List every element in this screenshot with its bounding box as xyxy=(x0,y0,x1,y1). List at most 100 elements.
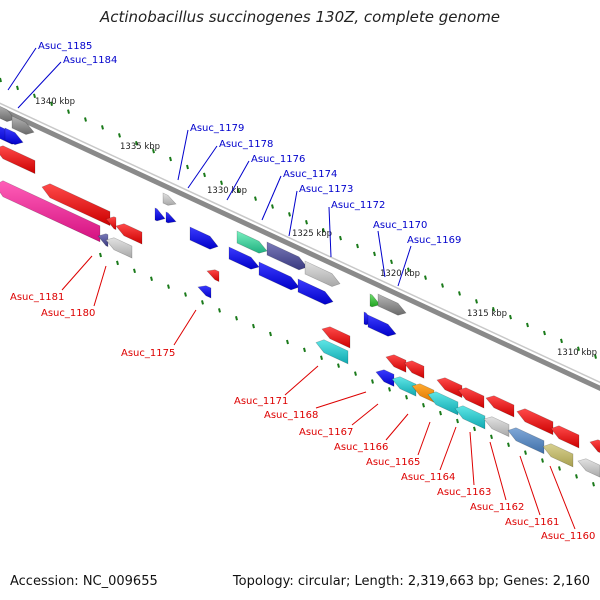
ruler-label: 1330 kbp xyxy=(207,186,247,196)
ruler-tick xyxy=(320,355,323,361)
reverse-gene-label-leader xyxy=(351,403,379,426)
ruler-tick xyxy=(560,338,563,344)
forward-gene-label: Asuc_1184 xyxy=(63,55,117,66)
ruler-label: 1335 kbp xyxy=(120,142,160,152)
reverse-gene-box xyxy=(41,183,111,227)
forward-gene-label: Asuc_1185 xyxy=(38,41,92,52)
ruler-tick xyxy=(203,172,206,178)
ruler-tick xyxy=(543,330,546,336)
ruler-tick xyxy=(390,259,393,265)
forward-gene-box xyxy=(236,230,268,254)
forward-gene-box xyxy=(266,241,308,271)
forward-gene-label: Asuc_1169 xyxy=(407,235,461,246)
reverse-gene-box xyxy=(589,439,600,453)
reverse-gene-box xyxy=(507,427,545,455)
ruler-tick xyxy=(492,307,495,312)
forward-gene-label-leader xyxy=(328,206,332,258)
ruler-tick xyxy=(407,267,410,272)
reverse-gene-box xyxy=(321,326,351,349)
forward-gene-label: Asuc_1173 xyxy=(299,184,353,195)
forward-gene-label-leader xyxy=(177,129,189,181)
reverse-gene-box xyxy=(403,360,425,379)
ruler-tick xyxy=(473,426,476,432)
reverse-gene-box xyxy=(97,233,109,248)
ruler-label: 1310 kbp xyxy=(557,348,597,358)
ruler-tick xyxy=(0,77,2,83)
reverse-gene-box xyxy=(483,416,510,438)
forward-gene-box xyxy=(189,226,219,250)
reverse-gene-label-leader xyxy=(439,426,457,471)
ruler-tick xyxy=(254,196,257,201)
ruler-tick xyxy=(150,276,153,281)
reverse-gene-label: Asuc_1181 xyxy=(10,292,64,303)
forward-gene-label-leader xyxy=(7,47,37,91)
ruler-tick xyxy=(509,314,512,320)
ruler-tick xyxy=(339,235,342,241)
reverse-gene-box xyxy=(0,180,101,243)
ruler-tick xyxy=(152,148,155,154)
forward-gene-box xyxy=(11,115,35,135)
ruler-tick xyxy=(99,252,102,258)
ruler-tick xyxy=(118,133,121,138)
ruler-tick xyxy=(101,125,104,130)
ruler-tick xyxy=(526,322,529,328)
forward-gene-label-leader xyxy=(17,61,62,109)
forward-gene-box xyxy=(162,192,177,206)
accession-label: Accession: NC_009655 xyxy=(10,574,158,589)
forward-gene-label-leader xyxy=(261,175,282,221)
ruler-tick xyxy=(524,450,527,455)
ruler-tick xyxy=(218,308,221,313)
ruler-tick xyxy=(388,387,391,392)
ruler-tick xyxy=(235,315,238,321)
forward-gene-box xyxy=(304,260,341,287)
ruler-tick xyxy=(558,466,561,471)
ruler-tick xyxy=(424,275,427,280)
ruler-tick xyxy=(286,339,289,345)
ruler-tick xyxy=(456,418,459,424)
reverse-gene-box xyxy=(542,443,574,468)
ruler-tick xyxy=(575,474,578,479)
forward-gene-label-leader xyxy=(226,160,250,201)
reverse-gene-label-leader xyxy=(315,391,367,409)
ruler-tick xyxy=(220,180,223,186)
ruler-tick xyxy=(167,284,170,289)
reverse-gene-label-leader xyxy=(173,309,197,346)
ruler-label: 1315 kbp xyxy=(467,309,507,319)
forward-gene-box xyxy=(4,127,24,145)
reverse-gene-box xyxy=(0,145,36,175)
reverse-gene-label-leader xyxy=(385,413,409,441)
ruler-tick xyxy=(186,164,189,170)
reverse-gene-label: Asuc_1167 xyxy=(299,427,353,438)
ruler-tick xyxy=(490,434,493,440)
ruler-tick xyxy=(252,323,255,329)
reverse-gene-box xyxy=(385,354,407,373)
ruler-tick xyxy=(439,410,442,416)
reverse-gene-label: Asuc_1161 xyxy=(505,517,559,528)
ruler-tick xyxy=(441,283,444,288)
reverse-gene-label: Asuc_1166 xyxy=(334,442,388,453)
reverse-gene-label-leader xyxy=(469,431,475,486)
reverse-gene-box xyxy=(454,405,486,430)
reverse-gene-box xyxy=(391,376,417,397)
reverse-gene-box xyxy=(436,377,463,399)
ruler-tick xyxy=(288,212,291,217)
reverse-gene-box xyxy=(105,237,133,259)
forward-gene-label-leader xyxy=(187,145,218,189)
forward-gene-label-leader xyxy=(397,245,412,287)
ruler-tick xyxy=(271,204,274,209)
forward-gene-box xyxy=(165,211,177,224)
forward-gene-label: Asuc_1179 xyxy=(190,123,244,134)
genome-summary: Topology: circular; Length: 2,319,663 bp… xyxy=(232,574,590,589)
reverse-gene-label-leader xyxy=(489,441,507,501)
ruler-tick xyxy=(84,117,87,122)
forward-gene-label: Asuc_1172 xyxy=(331,200,385,211)
ruler-tick xyxy=(356,243,359,249)
reverse-gene-label-leader xyxy=(93,265,107,307)
map-title: Actinobacillus succinogenes 130Z, comple… xyxy=(99,8,501,26)
ruler-tick xyxy=(16,85,19,91)
forward-gene-box xyxy=(297,278,334,305)
reverse-gene-box xyxy=(375,369,395,387)
ruler-tick xyxy=(507,442,510,447)
ruler-tick xyxy=(50,101,53,106)
ruler-tick xyxy=(354,371,357,376)
